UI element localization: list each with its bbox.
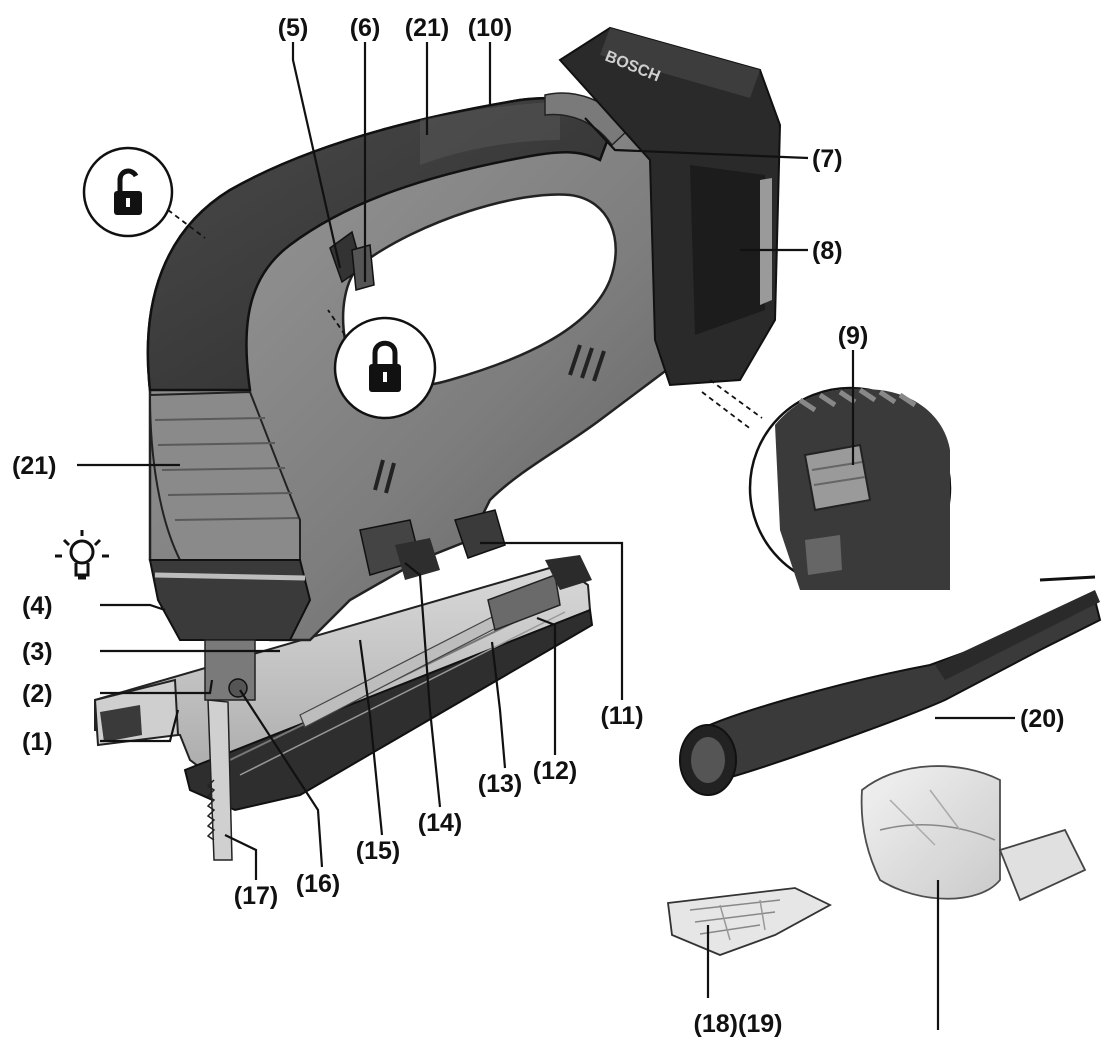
callout-7: (7) [812,145,843,173]
anti-splinter-insert [666,887,832,956]
callout-20: (20) [1020,705,1064,733]
callout-4: (4) [22,592,53,620]
callout-10: (10) [468,14,512,42]
callout-labels: (5) (6) (21) (10) (7) (8) (9) (21) (4) (… [12,14,1064,1038]
callout-16: (16) [296,870,340,898]
callout-6: (6) [350,14,381,42]
callout-17: (17) [234,882,278,910]
callout-21-side: (21) [12,452,56,480]
callout-9: (9) [838,322,869,350]
callout-5: (5) [278,14,309,42]
callout-2: (2) [22,680,53,708]
battery-release-detail [701,379,952,590]
chip-protection-guard [860,765,1087,902]
callout-14: (14) [418,809,462,837]
callout-3: (3) [22,638,53,666]
work-light-bulb-icon [55,530,109,580]
callout-18-19: (18)(19) [694,1010,783,1038]
extraction-adapter [679,575,1102,796]
callout-12: (12) [533,757,577,785]
callout-11: (11) [600,702,643,730]
locked-padlock-icon [369,340,401,392]
callout-8: (8) [812,237,843,265]
callout-1: (1) [22,728,53,756]
leader-lines [77,42,1015,1030]
callout-21-top: (21) [405,14,449,42]
unlocked-padlock-icon [114,168,142,215]
callout-15: (15) [356,837,400,865]
callout-13: (13) [478,770,522,798]
unlocked-padlock-callout [82,146,206,239]
locked-padlock-callout [327,309,437,420]
